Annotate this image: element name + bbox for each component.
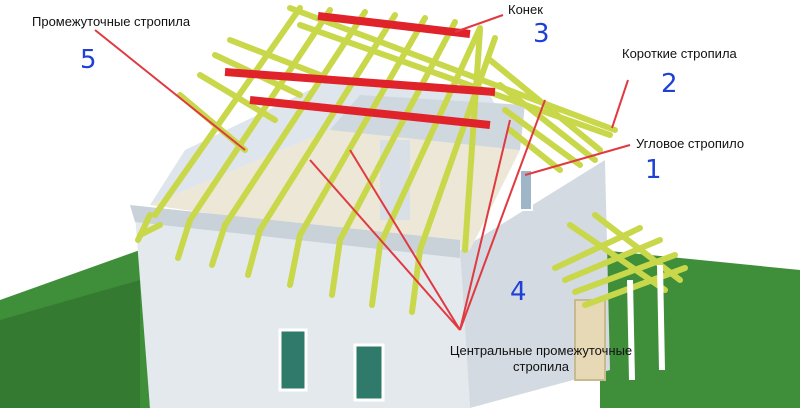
house-front-wall — [135, 215, 470, 408]
ridge-beams — [224, 12, 496, 129]
grass-right — [600, 250, 800, 408]
pergola-post-2 — [657, 264, 665, 371]
label-central-line-2: стропила — [512, 359, 570, 374]
pointer-lines — [94, 14, 631, 331]
hip-and-short-rafters — [177, 5, 618, 253]
window-front-1 — [278, 328, 308, 392]
label-intermediate-rafters: Промежуточные стропила — [32, 14, 191, 29]
pergola — [552, 212, 688, 308]
window-front-2 — [353, 343, 385, 402]
rafter-tails — [135, 212, 423, 315]
number-3: 3 — [533, 19, 550, 49]
window-side — [519, 169, 533, 211]
number-4: 4 — [510, 277, 527, 307]
number-2: 2 — [661, 69, 678, 99]
label-short-rafters: Короткие стропила — [622, 46, 737, 61]
grass-shade — [0, 280, 140, 408]
label-ridge: Конек — [508, 2, 543, 17]
label-central-line-1: Центральные промежуточные — [449, 343, 633, 358]
house-side-wall — [460, 160, 610, 408]
pergola-post — [627, 279, 635, 381]
number-1: 1 — [645, 155, 662, 185]
label-hip-rafter: Угловое стропило — [636, 136, 745, 151]
label-central-intermediate-rafters: Центральные промежуточные стропила — [415, 343, 667, 375]
number-5: 5 — [80, 45, 97, 75]
